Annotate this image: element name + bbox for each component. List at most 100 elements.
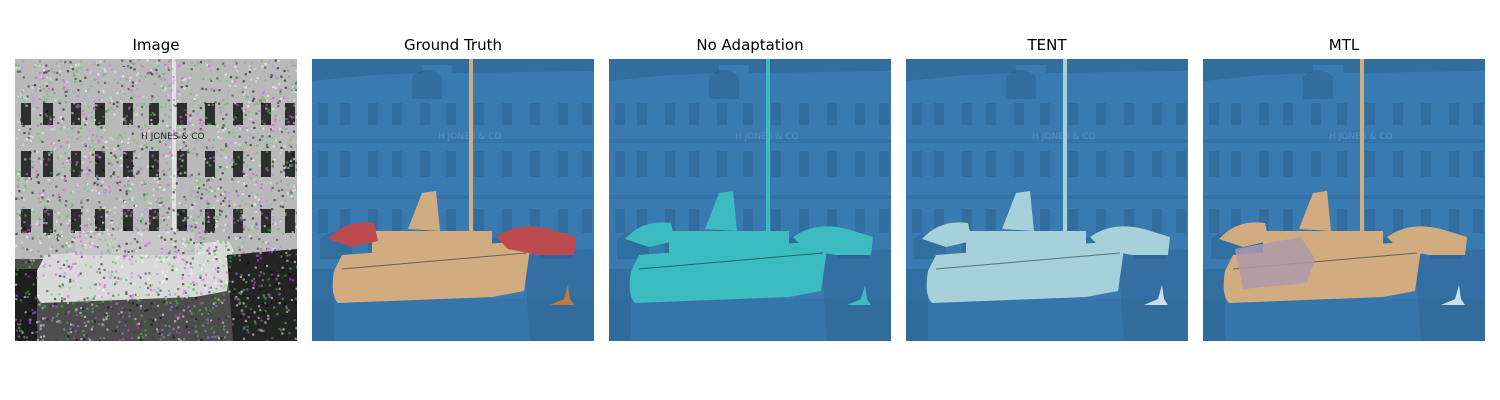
noise-pixel: [39, 114, 42, 117]
noise-pixel: [240, 218, 243, 221]
noise-pixel: [260, 249, 263, 252]
noise-pixel: [45, 84, 49, 88]
noise-pixel: [190, 312, 193, 315]
noise-pixel: [222, 107, 225, 110]
noise-pixel: [45, 93, 48, 96]
segmentation-scene: H JONES & CO: [609, 59, 891, 341]
noise-pixel: [215, 215, 218, 218]
noise-pixel: [201, 313, 204, 316]
noise-pixel: [278, 302, 281, 305]
noise-pixel: [183, 195, 186, 198]
noise-pixel: [223, 167, 226, 170]
noise-pixel: [275, 278, 278, 281]
noise-pixel: [48, 81, 51, 84]
noise-pixel: [293, 99, 296, 102]
noise-pixel: [194, 226, 197, 229]
noise-pixel: [237, 156, 240, 159]
noise-pixel: [21, 257, 24, 261]
noise-pixel: [49, 247, 52, 250]
noise-pixel: [234, 59, 237, 62]
noise-pixel: [220, 210, 223, 213]
noise-pixel: [209, 286, 212, 289]
noise-pixel: [39, 328, 42, 331]
noise-pixel: [68, 219, 71, 222]
noise-pixel: [97, 73, 100, 76]
noise-pixel: [238, 143, 241, 146]
noise-pixel: [295, 89, 297, 92]
noise-pixel: [213, 231, 216, 234]
noise-pixel: [213, 89, 216, 92]
noise-pixel: [259, 99, 262, 102]
noise-pixel: [98, 273, 101, 276]
panel-title: TENT: [1027, 36, 1067, 54]
noise-pixel: [44, 317, 47, 320]
noise-pixel: [93, 119, 96, 122]
noise-pixel: [137, 59, 141, 62]
noise-pixel: [295, 287, 297, 290]
noise-pixel: [38, 223, 41, 226]
noise-pixel: [45, 222, 48, 225]
noise-pixel: [84, 324, 88, 327]
noise-pixel: [131, 198, 134, 201]
noise-pixel: [23, 227, 26, 230]
dark-hull: [821, 249, 891, 341]
noise-pixel: [219, 202, 223, 205]
window: [149, 151, 159, 177]
floor-band: [1203, 139, 1485, 143]
noise-pixel: [112, 294, 115, 297]
noise-pixel: [115, 258, 118, 261]
noise-pixel: [114, 206, 117, 209]
noise-pixel: [133, 63, 136, 66]
noise-pixel: [155, 174, 159, 177]
noise-pixel: [205, 201, 209, 204]
noise-pixel: [160, 251, 163, 254]
noise-pixel: [55, 314, 58, 317]
noise-pixel: [211, 103, 214, 106]
noise-pixel: [73, 174, 76, 177]
noise-pixel: [93, 295, 96, 298]
noise-pixel: [259, 208, 263, 211]
noise-pixel: [48, 254, 51, 257]
noise-pixel: [200, 129, 203, 132]
noise-pixel: [140, 167, 143, 170]
noise-pixel: [198, 226, 201, 229]
noise-pixel: [33, 150, 36, 153]
noise-pixel: [15, 329, 18, 332]
noise-pixel: [225, 281, 228, 284]
noise-pixel: [80, 83, 83, 86]
noise-pixel: [180, 212, 183, 215]
noise-pixel: [148, 272, 151, 275]
noise-pixel: [222, 199, 225, 203]
noise-pixel: [156, 272, 159, 276]
left-boat: [1219, 222, 1269, 247]
noise-pixel: [72, 302, 75, 305]
noise-pixel: [70, 323, 73, 326]
noise-pixel: [200, 292, 203, 295]
noise-pixel: [159, 184, 162, 187]
noise-pixel: [150, 288, 153, 292]
noise-pixel: [56, 320, 59, 323]
noise-pixel: [37, 280, 41, 283]
noise-pixel: [116, 105, 119, 108]
panel-no-adaptation: No Adaptation H JONES & CO: [609, 0, 891, 400]
noise-pixel: [226, 102, 229, 105]
noise-pixel: [81, 206, 84, 209]
noise-pixel: [193, 147, 196, 150]
noise-pixel: [36, 132, 39, 136]
noise-pixel: [244, 113, 247, 116]
noise-pixel: [61, 300, 64, 303]
noise-pixel: [277, 139, 280, 143]
window: [827, 151, 837, 177]
noise-pixel: [91, 171, 94, 174]
noise-pixel: [157, 197, 160, 200]
noise-pixel: [157, 134, 160, 137]
roofline: [609, 59, 891, 81]
noise-pixel: [63, 175, 66, 178]
noise-pixel: [284, 128, 287, 131]
noise-pixel: [56, 71, 59, 75]
noise-pixel: [148, 222, 151, 225]
noise-pixel: [232, 186, 235, 189]
noise-pixel: [75, 163, 78, 166]
noise-pixel: [91, 242, 94, 245]
noise-pixel: [141, 65, 144, 68]
